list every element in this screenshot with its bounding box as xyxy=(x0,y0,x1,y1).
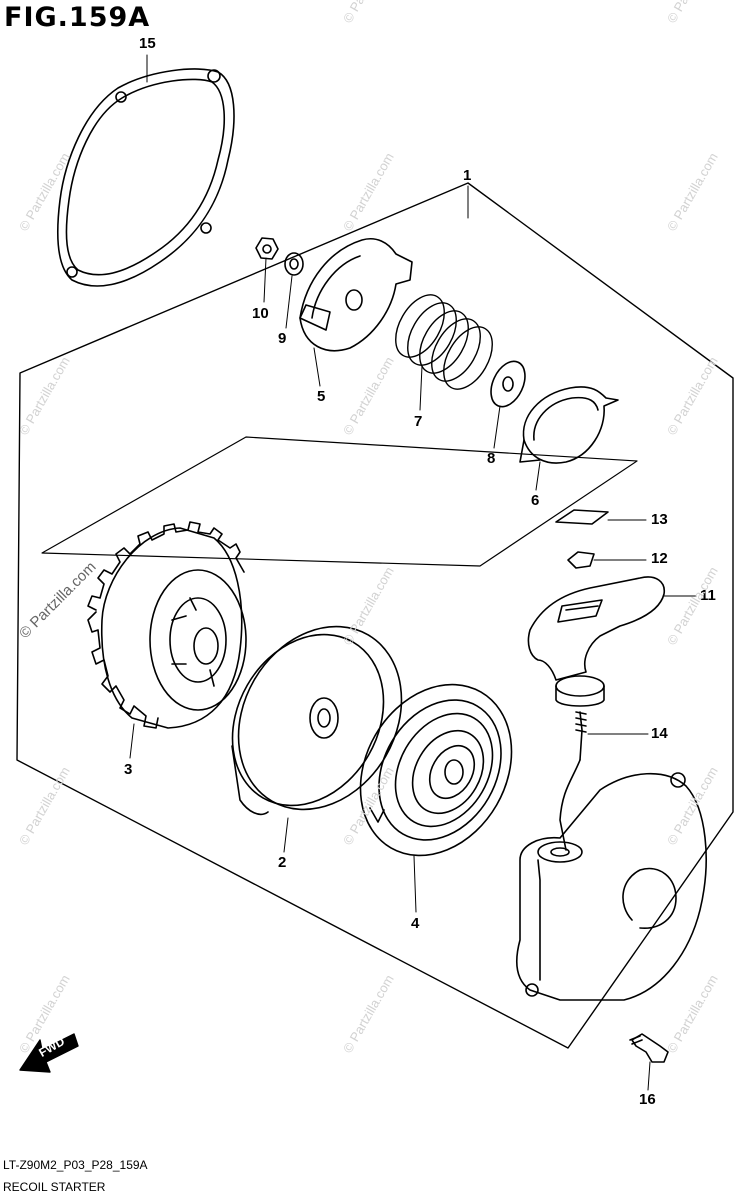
washer-part-8 xyxy=(490,360,526,408)
callout-2[interactable]: 2 xyxy=(278,854,287,871)
callout-3[interactable]: 3 xyxy=(124,761,133,778)
callout-11[interactable]: 11 xyxy=(700,587,716,604)
nut-part-10 xyxy=(255,237,279,260)
fwd-arrow xyxy=(19,1033,79,1073)
callout-13[interactable]: 13 xyxy=(651,511,668,528)
subgroup-outline xyxy=(41,436,638,567)
callout-8[interactable]: 8 xyxy=(487,450,496,467)
callout-9[interactable]: 9 xyxy=(278,330,287,347)
leader-lines xyxy=(129,54,697,1091)
diagram-name: RECOIL STARTER xyxy=(3,1180,106,1194)
ratchet-part-5 xyxy=(299,238,413,352)
callout-6[interactable]: 6 xyxy=(531,492,540,509)
rope-part-14 xyxy=(559,711,587,851)
callout-7[interactable]: 7 xyxy=(414,413,423,430)
reel-part-2 xyxy=(231,625,403,816)
starter-case xyxy=(516,772,707,1001)
bolt-part-16 xyxy=(629,1033,669,1063)
callout-16[interactable]: 16 xyxy=(639,1091,656,1108)
friction-spring-part-6 xyxy=(519,386,619,464)
callout-5[interactable]: 5 xyxy=(317,388,326,405)
callout-4[interactable]: 4 xyxy=(411,915,420,932)
spring-part-7 xyxy=(395,294,493,390)
callout-1[interactable]: 1 xyxy=(463,167,472,184)
assembly-outline xyxy=(16,182,734,1049)
spiral-spring-part-4 xyxy=(359,683,513,857)
callout-12[interactable]: 12 xyxy=(651,550,668,567)
pad-part-13 xyxy=(555,509,609,525)
gasket-part-15 xyxy=(56,68,235,287)
gear-part-3 xyxy=(87,521,247,729)
washer-part-9 xyxy=(284,252,304,276)
figure-title: FIG.159A xyxy=(4,2,151,33)
diagram-code: LT-Z90M2_P03_P28_159A xyxy=(3,1158,148,1172)
handle-part-11 xyxy=(527,576,665,707)
callout-15[interactable]: 15 xyxy=(139,35,156,52)
callout-10[interactable]: 10 xyxy=(252,305,269,322)
callout-14[interactable]: 14 xyxy=(651,725,668,742)
holder-part-12 xyxy=(567,551,595,569)
